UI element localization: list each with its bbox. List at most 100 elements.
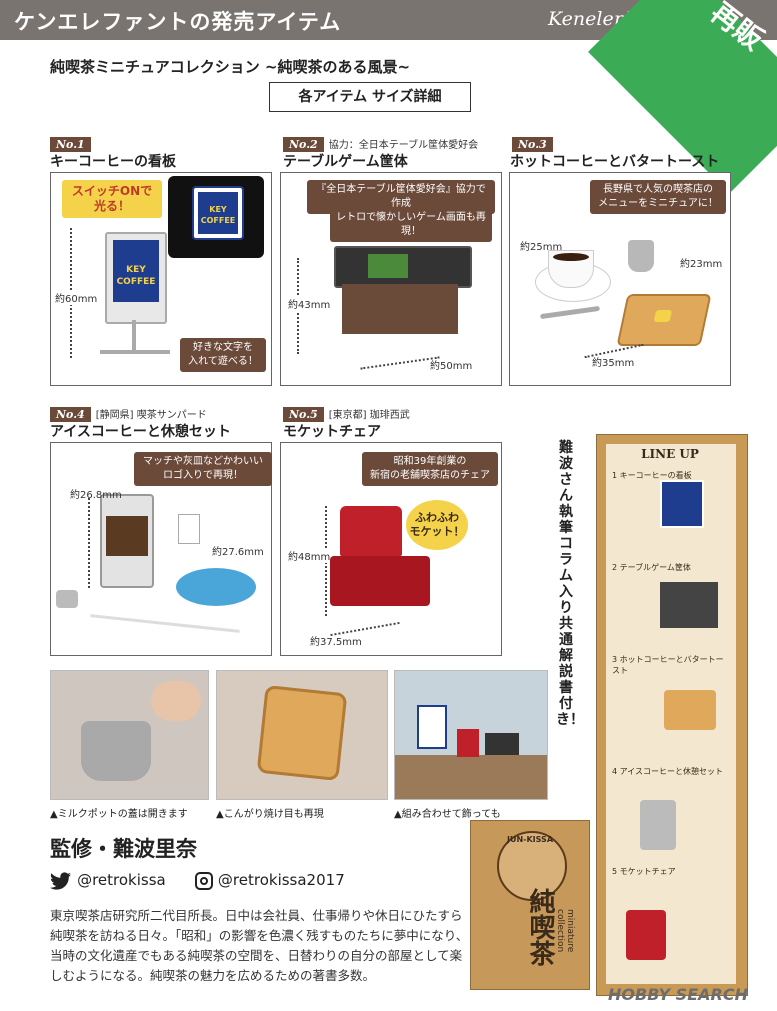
instagram-handle: @retrokissa2017 (217, 871, 345, 889)
butter (653, 310, 673, 322)
item1-number: No.1 (50, 137, 91, 152)
instagram-icon (194, 871, 213, 890)
caption-combined: ▲組み合わせて飾っても (394, 809, 501, 820)
photo-combined (394, 670, 548, 800)
lit-sign-coffee: COFFEE (200, 216, 236, 225)
photo-chair (457, 729, 479, 757)
item3-bubble: 長野県で人気の喫茶店の メニューをミニチュアに！ (590, 180, 726, 214)
collection-title: 純喫茶ミニチュアコレクション ~純喫茶のある風景~ (50, 58, 411, 76)
photo-table-game (485, 733, 519, 755)
photo-table (395, 755, 547, 799)
lineup-entry: 2 テーブルゲーム筐体 (612, 563, 691, 572)
photo-pot-shape (81, 721, 151, 781)
coffee-cup (548, 250, 594, 288)
item3-header: No.3 (512, 133, 553, 152)
item5-dim-width: 約37.5mm (310, 637, 362, 648)
item4-dim-ashtray: 約27.6mm (212, 547, 264, 558)
iced-coffee (106, 516, 148, 556)
item5-header: No.5 [東京都] 珈琲西武 (283, 403, 410, 422)
sign-lit-photo: KEY COFFEE (168, 176, 264, 258)
item5-coop: [東京都] 珈琲西武 (328, 410, 410, 421)
milk-pot (628, 240, 654, 272)
chair-back (340, 506, 402, 556)
item2-header: No.2 協力：全日本テーブル筐体愛好会 (283, 133, 478, 152)
lineup-thumb-sign (660, 480, 704, 528)
lineup-entry: 3 ホットコーヒーとバタートースト (612, 655, 724, 675)
sns-row: @retrokissa @retrokissa2017 (50, 870, 345, 890)
item4-dim-glass: 約26.8mm (70, 490, 122, 501)
chair-seat (330, 556, 430, 606)
lit-sign-key: KEY (209, 205, 227, 214)
item3-dim-pot: 約23mm (680, 259, 723, 270)
item3-number: No.3 (512, 137, 553, 152)
item1-title: キーコーヒーの看板 (50, 154, 176, 170)
item2-dim-width: 約50mm (430, 361, 473, 372)
item2-coop: 協力：全日本テーブル筐体愛好会 (328, 140, 479, 151)
lineup-thumb-chair (626, 910, 666, 960)
item4-coop: [静岡県] 喫茶サンパード (95, 410, 207, 421)
photo-toast-shape (256, 684, 348, 782)
sign-base (100, 350, 170, 354)
photo-milk-pot (50, 670, 209, 800)
sign-coffee-text: COFFEE (116, 277, 156, 287)
table-game-top (334, 246, 472, 288)
item5-title: モケットチェア (283, 424, 381, 440)
photo-toast (216, 670, 388, 800)
header-title: ケンエレファントの発売アイテム (14, 10, 342, 34)
size-heading: 各アイテム サイズ詳細 (269, 82, 471, 112)
lineup-entry: 1 キーコーヒーの看板 (612, 471, 692, 480)
game-screen (368, 254, 408, 278)
item4-number: No.4 (50, 407, 91, 422)
item3-dim-cup: 約25mm (520, 242, 563, 253)
booklet-title: 純喫茶 (525, 888, 555, 966)
caption-toast: ▲こんがり焼け目も再現 (216, 809, 324, 820)
supervisor-name: 監修・難波里奈 (50, 837, 197, 861)
booklet-emblem (497, 831, 567, 901)
matchbox (178, 514, 200, 544)
twitter-handle: @retrokissa (77, 871, 166, 889)
caption-milk-pot: ▲ミルクポットの蓋は開きます (50, 809, 188, 820)
lineup-list: 1 キーコーヒーの看板 2 テーブルゲーム筐体 3 ホットコーヒーとバタートース… (612, 470, 730, 877)
item1-bubble-light: スイッチONで 光る！ (62, 180, 162, 218)
item3-title: ホットコーヒーとバタートースト (510, 154, 720, 170)
item4-header: No.4 [静岡県] 喫茶サンパード (50, 403, 207, 422)
commentary-booklet: JUN-KISSA 純喫茶 miniature collection (470, 820, 590, 990)
key-coffee-sign: KEY COFFEE (105, 232, 167, 324)
ashtray (176, 568, 256, 606)
lit-sign: KEY COFFEE (192, 186, 244, 240)
item5-fluffy-badge: ふわふわ モケット！ (406, 500, 468, 550)
booklet-top: JUN-KISSA (506, 835, 554, 844)
item4-bubble: マッチや灰皿などかわいい ロゴ入りで再現！ (134, 452, 272, 486)
item5-dim-height: 約48mm (288, 548, 331, 563)
lineup-thumb-iced (640, 800, 676, 850)
manual-note-vertical: 難波さん執筆 コラム入り共通解説書付き！ (556, 440, 584, 728)
photo-sign (417, 705, 447, 749)
item2-bubble-retro: レトロで懐かしいゲーム画面も再現！ (330, 208, 492, 242)
lineup-thumb-toast (664, 690, 716, 730)
sign-key-text: KEY (126, 265, 146, 275)
butter-toast (616, 294, 712, 346)
item2-title: テーブルゲーム筐体 (283, 154, 408, 170)
item4-height-line (88, 498, 90, 588)
item1-dim-height: 約60mm (55, 290, 98, 305)
booklet-sub: miniature collection (555, 909, 575, 953)
coffee (553, 253, 589, 261)
lineup-title: LINE UP (641, 447, 699, 461)
creamer-pot (56, 590, 78, 608)
iced-coffee-glass (100, 494, 154, 588)
lineup-entry: 5 モケットチェア (612, 867, 676, 876)
supervisor-bio: 東京喫茶店研究所二代目所長。日中は会社員、仕事帰りや休日にひたすら純喫茶を訪ねる… (50, 908, 469, 983)
item2-number: No.2 (283, 137, 324, 152)
item2-dim-height: 約43mm (288, 296, 331, 311)
item5-number: No.5 (283, 407, 324, 422)
item3-dim-toast: 約35mm (592, 358, 635, 369)
item5-bubble: 昭和39年創業の 新宿の老舗喫茶店のチェア (362, 452, 498, 486)
item1-bubble-text: 好きな文字を 入れて遊べる！ (180, 338, 266, 372)
photo-finger (151, 681, 201, 721)
twitter-icon (50, 871, 72, 890)
sign-pole (132, 320, 136, 350)
item4-title: アイスコーヒーと休憩セット (50, 424, 231, 440)
item1-header: No.1 (50, 133, 91, 152)
table-game-body (342, 284, 458, 334)
watermark: HOBBY SEARCH (608, 985, 748, 1004)
